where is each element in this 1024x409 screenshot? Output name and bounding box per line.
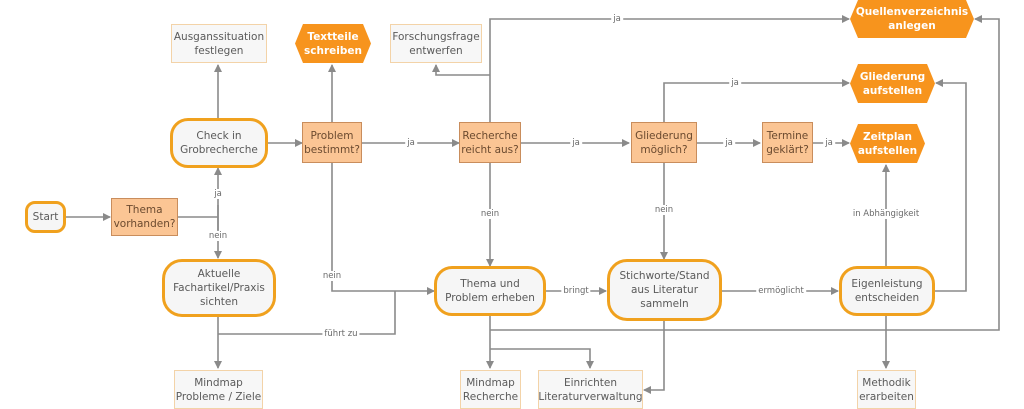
edge-label-recherche-ja: ja: [570, 138, 582, 148]
node-aktuelle-fachartikel[interactable]: Aktuelle Fachartikel/Praxis sichten: [162, 259, 276, 317]
edge-aktuelle-fuehrt-zu: [218, 291, 396, 335]
edge-label-termine-ja: ja: [823, 138, 835, 148]
edge-to-quellen-right: [490, 15, 1000, 331]
edge-problem-nein-to-thema-problem: [331, 163, 435, 295]
edge-eigenleistung-to-gliederung: [935, 79, 967, 292]
edge-label-bringt: bringt: [561, 286, 591, 296]
node-thema-problem-erheben-label: Thema und Problem erheben: [445, 278, 535, 304]
hex-shape: [850, 64, 935, 103]
node-eigenleistung-label: Eigenleistung entscheiden: [851, 278, 923, 304]
node-termine-geklaert-label: Termine geklärt?: [766, 129, 809, 156]
node-problem-bestimmt-label: Problem bestimmt?: [304, 129, 360, 156]
node-textteile-schreiben[interactable]: Textteile schreiben: [295, 24, 371, 63]
edge-label-thema-nein: nein: [206, 231, 230, 241]
node-thema-vorhanden[interactable]: Thema vorhanden?: [111, 198, 178, 236]
node-recherche-reicht-label: Recherche reicht aus?: [461, 129, 519, 156]
node-mindmap-recherche[interactable]: Mindmap Recherche: [460, 370, 521, 409]
node-termine-geklaert[interactable]: Termine geklärt?: [762, 122, 813, 163]
edge-stichworte-to-einrichten: [643, 321, 665, 394]
node-stichworte-stand[interactable]: Stichworte/Stand aus Literatur sammeln: [607, 259, 722, 321]
node-textteile-schreiben-label: Textteile schreiben: [304, 30, 362, 57]
node-einrichten-literatur-label: Einrichten Literaturverwaltung: [538, 376, 643, 403]
hex-shape: [295, 24, 371, 63]
edge-recherche-ja-to-quellen: [489, 15, 850, 122]
edge-recherche-to-forschungsfrage: [432, 64, 490, 76]
node-methodik[interactable]: Methodik erarbeiten: [857, 370, 916, 409]
node-quellenverzeichnis[interactable]: Quellenverzeichnis anlegen: [850, 0, 974, 38]
node-gliederung-aufstellen-label: Gliederung aufstellen: [859, 70, 926, 97]
hex-shape: [850, 124, 925, 163]
node-thema-vorhanden-label: Thema vorhanden?: [113, 204, 176, 230]
edge-label-recherche-top-ja: ja: [611, 14, 623, 24]
node-mindmap-probleme[interactable]: Mindmap Probleme / Ziele: [174, 370, 263, 409]
node-gliederung-moeglich-label: Gliederung möglich?: [635, 129, 693, 156]
node-forschungsfrage[interactable]: Forschungsfrage entwerfen: [390, 24, 482, 63]
edge-label-problem-nein: nein: [320, 271, 344, 281]
node-methodik-label: Methodik erarbeiten: [859, 376, 914, 403]
edge-label-recherche-nein: nein: [478, 209, 502, 219]
edge-label-gliederung-ja: ja: [723, 138, 735, 148]
node-forschungsfrage-label: Forschungsfrage entwerfen: [392, 30, 480, 57]
edge-label-gliederung-nein: nein: [652, 205, 676, 215]
node-ausgangssituation[interactable]: Ausganssituation festlegen: [171, 24, 267, 63]
edge-label-gliederung-top-ja: ja: [729, 78, 741, 88]
node-check-grobrecherche[interactable]: Check in Grobrecherche: [170, 118, 268, 168]
node-stichworte-stand-label: Stichworte/Stand aus Literatur sammeln: [619, 270, 710, 310]
edge-thema-problem-to-einrichten: [490, 348, 594, 369]
node-mindmap-recherche-label: Mindmap Recherche: [462, 376, 519, 403]
node-gliederung-aufstellen[interactable]: Gliederung aufstellen: [850, 64, 935, 103]
node-eigenleistung[interactable]: Eigenleistung entscheiden: [839, 266, 935, 316]
node-start[interactable]: Start: [25, 201, 66, 233]
edge-label-thema-ja: ja: [212, 189, 224, 199]
node-zeitplan-aufstellen-label: Zeitplan aufstellen: [857, 130, 918, 157]
node-zeitplan-aufstellen[interactable]: Zeitplan aufstellen: [850, 124, 925, 163]
edge-label-in-abhaengigkeit: in Abhängigkeit: [850, 209, 922, 219]
node-recherche-reicht[interactable]: Recherche reicht aus?: [459, 122, 521, 163]
node-problem-bestimmt[interactable]: Problem bestimmt?: [302, 122, 362, 163]
node-ausgangssituation-label: Ausganssituation festlegen: [173, 30, 265, 57]
edge-label-ermoeglicht: ermöglicht: [756, 286, 806, 296]
edge-label-fuehrt-zu: führt zu: [322, 329, 360, 339]
node-einrichten-literatur[interactable]: Einrichten Literaturverwaltung: [538, 370, 643, 409]
edge-gliederung-ja-to-aufstellen: [663, 79, 850, 122]
node-mindmap-probleme-label: Mindmap Probleme / Ziele: [175, 376, 262, 403]
node-check-grobrecherche-label: Check in Grobrecherche: [180, 130, 258, 156]
node-gliederung-moeglich[interactable]: Gliederung möglich?: [631, 122, 697, 163]
node-thema-problem-erheben[interactable]: Thema und Problem erheben: [434, 266, 546, 316]
node-start-label: Start: [32, 211, 59, 223]
node-aktuelle-fachartikel-label: Aktuelle Fachartikel/Praxis sichten: [173, 268, 265, 308]
edge-label-problem-ja: ja: [405, 138, 417, 148]
hex-shape: [850, 0, 974, 38]
node-quellenverzeichnis-label: Quellenverzeichnis anlegen: [855, 6, 969, 32]
